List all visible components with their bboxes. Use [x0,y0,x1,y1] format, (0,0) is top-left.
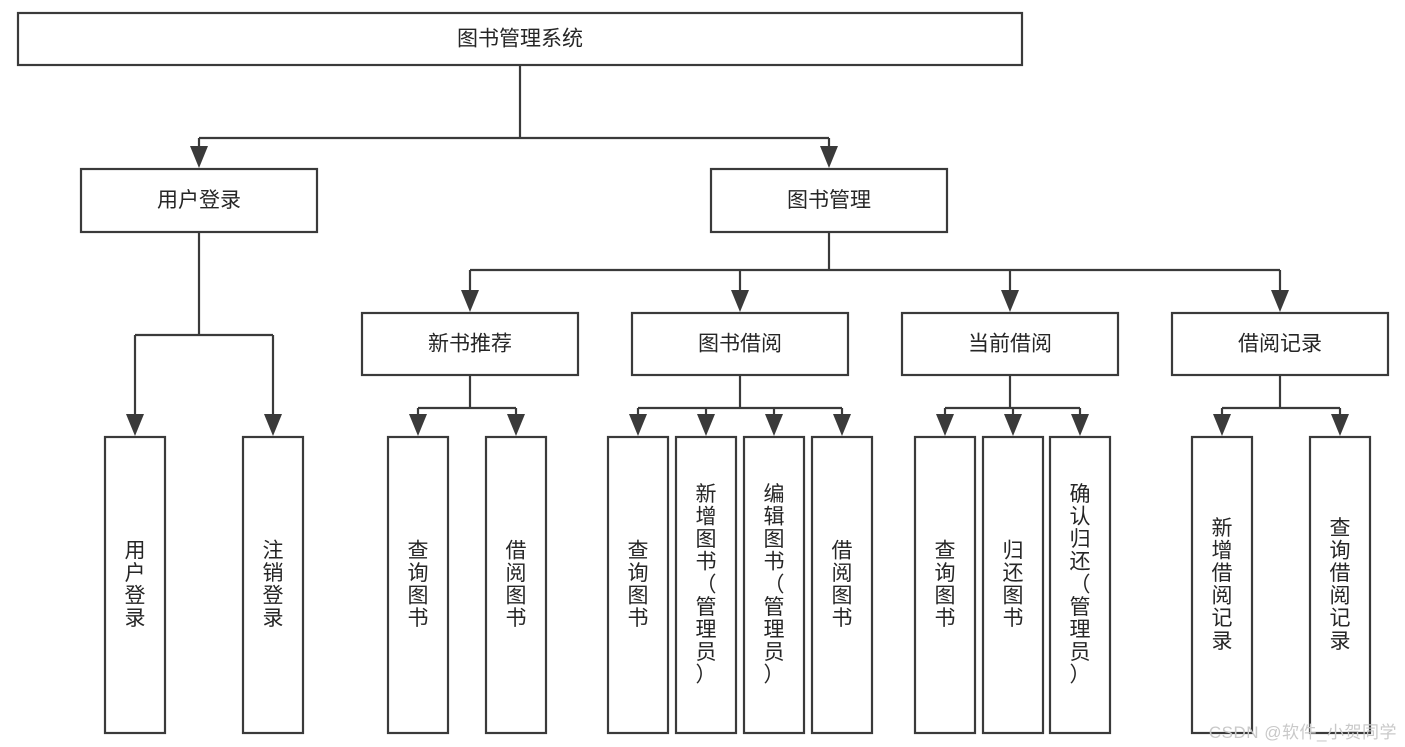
node-leaf-6-编辑图书管理员-label: 编辑图书（管理员） [764,483,785,687]
node-leaf-11-新增借阅记录[interactable]: 新增借阅记录 [1190,435,1254,735]
node-leaf-2-查询图书-label: 查询图书 [408,539,429,630]
current-borrow-to-leaves-bus-arrow-icon-1 [1004,414,1022,436]
book-management-to-level3-bus-arrow-icon-2 [1001,290,1019,312]
node-leaf-1-注销登录[interactable]: 注销登录 [241,435,305,735]
node-leaf-5-新增图书管理员-box[interactable] [674,435,738,735]
node-leaf-8-查询图书[interactable]: 查询图书 [913,435,977,735]
user-login-to-leaves-bus-arrow-icon-1 [264,414,282,436]
node-l3-新书推荐[interactable]: 新书推荐 [360,311,580,377]
node-leaf-9-归还图书[interactable]: 归还图书 [981,435,1045,735]
node-leaf-8-查询图书-label: 查询图书 [935,539,956,630]
node-l3-借阅记录[interactable]: 借阅记录 [1170,311,1390,377]
node-l2-图书管理-box[interactable] [709,167,949,234]
node-l3-新书推荐-box[interactable] [360,311,580,377]
node-layer: 图书管理系统用户登录图书管理新书推荐图书借阅当前借阅借阅记录用户登录注销登录查询… [16,11,1390,735]
new-book-to-leaves-bus-arrow-icon-1 [507,414,525,436]
node-leaf-4-查询图书[interactable]: 查询图书 [606,435,670,735]
current-borrow-to-leaves-bus-arrow-icon-0 [936,414,954,436]
node-leaf-0-用户登录-box[interactable] [103,435,167,735]
node-l3-借阅记录-label: 借阅记录 [1238,333,1322,356]
book-borrow-to-leaves-bus-arrow-icon-2 [765,414,783,436]
csdn-watermark: CSDN @软件_小贺同学 [1208,723,1397,742]
node-leaf-6-编辑图书管理员[interactable]: 编辑图书（管理员） [742,435,806,735]
root-to-level2-bus-arrow-icon-0 [190,146,208,168]
node-leaf-1-注销登录-box[interactable] [241,435,305,735]
node-leaf-0-用户登录-label: 用户登录 [125,539,146,630]
node-leaf-9-归还图书-box[interactable] [981,435,1045,735]
book-management-to-level3-bus-arrow-icon-3 [1271,290,1289,312]
node-leaf-7-借阅图书[interactable]: 借阅图书 [810,435,874,735]
node-leaf-12-查询借阅记录-box[interactable] [1308,435,1372,735]
node-leaf-10-确认归还管理员[interactable]: 确认归还（管理员） [1048,435,1112,735]
node-l3-图书借阅-box[interactable] [630,311,850,377]
node-leaf-12-查询借阅记录[interactable]: 查询借阅记录 [1308,435,1372,735]
node-leaf-6-编辑图书管理员-box[interactable] [742,435,806,735]
node-l3-当前借阅-box[interactable] [900,311,1120,377]
node-leaf-12-查询借阅记录-label: 查询借阅记录 [1330,517,1351,653]
new-book-to-leaves-bus-arrow-icon-0 [409,414,427,436]
node-root-图书管理系统[interactable]: 图书管理系统 [16,11,1024,67]
node-l2-图书管理-label: 图书管理 [787,189,871,212]
node-leaf-5-新增图书管理员-label: 新增图书（管理员） [696,483,717,687]
node-root-图书管理系统-box[interactable] [16,11,1024,67]
node-l2-用户登录-box[interactable] [79,167,319,234]
node-l2-用户登录[interactable]: 用户登录 [79,167,319,234]
node-leaf-4-查询图书-label: 查询图书 [628,539,649,630]
node-l3-图书借阅-label: 图书借阅 [698,333,782,356]
node-root-图书管理系统-label: 图书管理系统 [457,28,583,51]
node-leaf-1-注销登录-label: 注销登录 [263,539,284,630]
book-borrow-to-leaves-bus-arrow-icon-0 [629,414,647,436]
node-leaf-2-查询图书-box[interactable] [386,435,450,735]
node-leaf-8-查询图书-box[interactable] [913,435,977,735]
node-leaf-3-借阅图书-label: 借阅图书 [506,539,527,630]
node-leaf-3-借阅图书-box[interactable] [484,435,548,735]
node-l3-借阅记录-box[interactable] [1170,311,1390,377]
node-leaf-9-归还图书-label: 归还图书 [1003,539,1024,630]
root-to-level2-bus-arrow-icon-1 [820,146,838,168]
book-management-to-level3-bus-arrow-icon-0 [461,290,479,312]
node-leaf-10-确认归还管理员-label: 确认归还（管理员） [1070,483,1091,687]
connector-layer [126,65,1349,436]
borrow-record-to-leaves-bus-arrow-icon-0 [1213,414,1231,436]
node-leaf-10-确认归还管理员-box[interactable] [1048,435,1112,735]
node-l3-新书推荐-label: 新书推荐 [428,333,512,356]
book-borrow-to-leaves-bus-arrow-icon-3 [833,414,851,436]
book-borrow-to-leaves-bus-arrow-icon-1 [697,414,715,436]
current-borrow-to-leaves-bus-arrow-icon-2 [1071,414,1089,436]
node-l2-图书管理[interactable]: 图书管理 [709,167,949,234]
node-leaf-7-借阅图书-label: 借阅图书 [832,539,853,630]
node-leaf-2-查询图书[interactable]: 查询图书 [386,435,450,735]
book-management-to-level3-bus-arrow-icon-1 [731,290,749,312]
node-l3-图书借阅[interactable]: 图书借阅 [630,311,850,377]
node-l3-当前借阅-label: 当前借阅 [968,333,1052,356]
node-leaf-3-借阅图书[interactable]: 借阅图书 [484,435,548,735]
borrow-record-to-leaves-bus-arrow-icon-1 [1331,414,1349,436]
node-l3-当前借阅[interactable]: 当前借阅 [900,311,1120,377]
user-login-to-leaves-bus-arrow-icon-0 [126,414,144,436]
node-leaf-7-借阅图书-box[interactable] [810,435,874,735]
node-leaf-0-用户登录[interactable]: 用户登录 [103,435,167,735]
node-leaf-4-查询图书-box[interactable] [606,435,670,735]
node-leaf-11-新增借阅记录-label: 新增借阅记录 [1212,517,1233,653]
node-l2-用户登录-label: 用户登录 [157,189,241,212]
node-leaf-11-新增借阅记录-box[interactable] [1190,435,1254,735]
node-leaf-5-新增图书管理员[interactable]: 新增图书（管理员） [674,435,738,735]
